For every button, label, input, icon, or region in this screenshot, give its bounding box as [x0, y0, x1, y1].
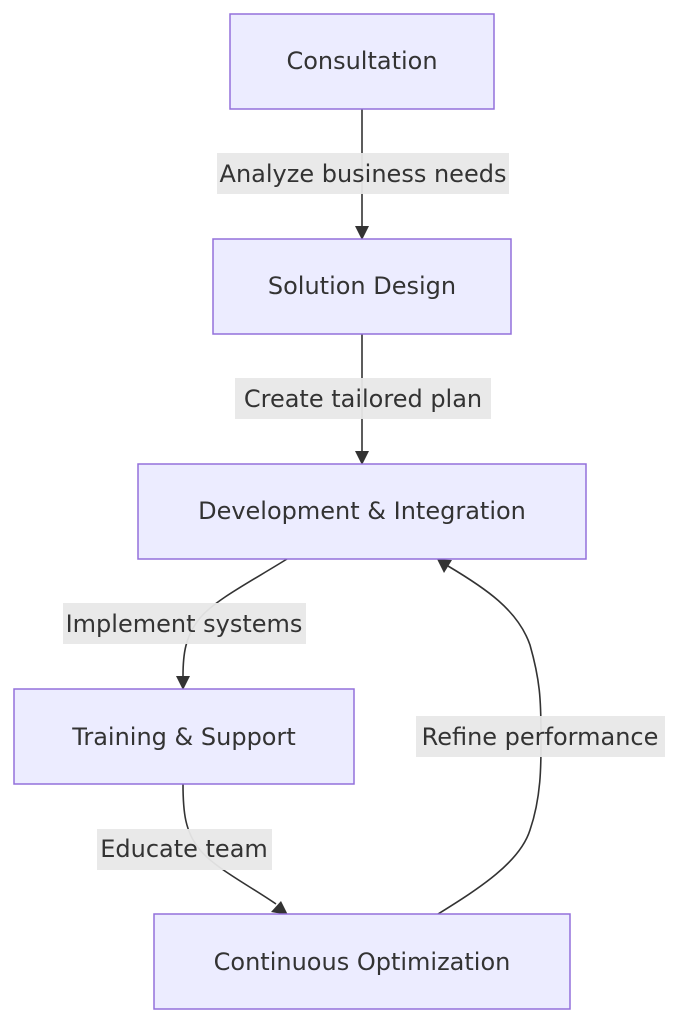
- node-label: Solution Design: [268, 272, 456, 300]
- node-development-integration[interactable]: Development & Integration: [137, 463, 587, 560]
- edge-label-implement: Implement systems: [63, 603, 306, 644]
- node-solution-design[interactable]: Solution Design: [212, 238, 512, 335]
- edge-label-text: Implement systems: [66, 610, 303, 638]
- edge-label-educate: Educate team: [97, 829, 272, 870]
- node-training-support[interactable]: Training & Support: [13, 688, 355, 785]
- arrowhead-icon: [355, 226, 369, 240]
- node-label: Continuous Optimization: [214, 948, 511, 976]
- arrowhead-icon: [176, 676, 190, 690]
- edge-label-refine: Refine performance: [416, 716, 665, 757]
- edge-label-text: Analyze business needs: [220, 160, 507, 188]
- node-label: Training & Support: [71, 723, 296, 751]
- edge-label-text: Educate team: [100, 835, 268, 863]
- edge-label-create-plan: Create tailored plan: [235, 378, 491, 419]
- edge-label-text: Refine performance: [422, 723, 659, 751]
- arrowhead-icon: [437, 559, 452, 573]
- node-label: Development & Integration: [198, 497, 526, 525]
- edge-label-text: Create tailored plan: [244, 385, 482, 413]
- node-label: Consultation: [286, 47, 437, 75]
- arrowhead-icon: [355, 451, 369, 465]
- node-continuous-optimization[interactable]: Continuous Optimization: [153, 913, 571, 1010]
- node-consultation[interactable]: Consultation: [229, 13, 495, 110]
- arrowhead-icon: [271, 901, 288, 915]
- edge-label-analyze: Analyze business needs: [217, 153, 509, 194]
